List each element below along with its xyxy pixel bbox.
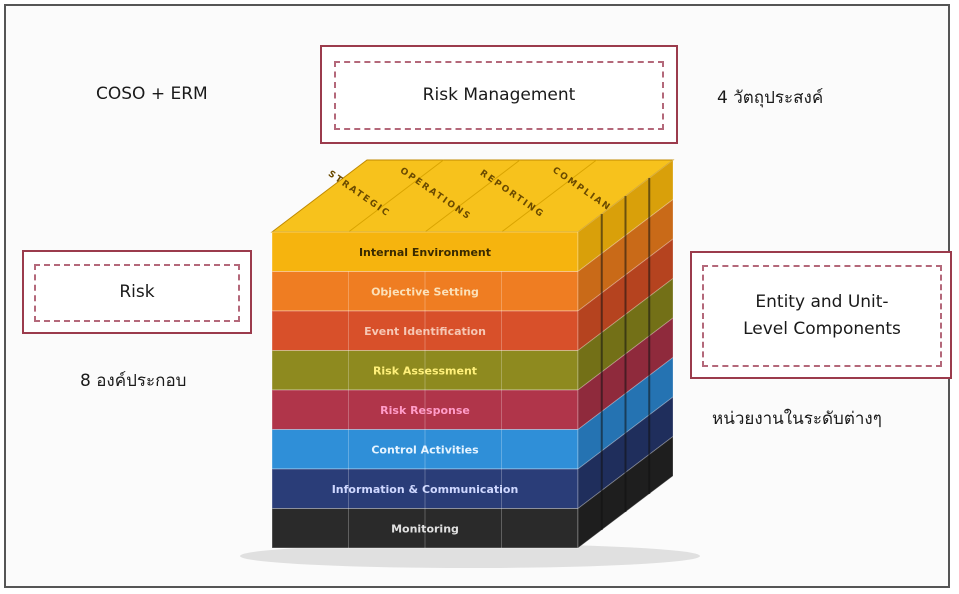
cube-layer-front	[271, 389, 579, 430]
risk-management-inner: Risk Management	[334, 61, 664, 130]
components-label: 8 องค์ประกอบ	[80, 371, 187, 391]
cube-layer-label: Risk Assessment	[373, 364, 477, 377]
cube-layer-label: Information & Communication	[332, 483, 519, 496]
top-divider-line	[348, 159, 444, 233]
cube-layer-label: Control Activities	[371, 443, 479, 456]
cube-layer-label: Objective Setting	[371, 285, 479, 298]
cube-layer-front	[271, 350, 579, 391]
entity-box: Entity and Unit- Level Components	[690, 251, 952, 379]
objectives-label: 4 วัตถุประสงค์	[717, 88, 824, 108]
entity-label-line1: Entity and Unit-	[755, 291, 889, 312]
risk-inner: Risk	[34, 264, 240, 322]
coso-erm-label: COSO + ERM	[96, 84, 208, 104]
cube-layer-label: Event Identification	[364, 325, 486, 338]
risk-management-box: Risk Management	[320, 45, 678, 144]
risk-management-label: Risk Management	[422, 84, 576, 105]
cube-layer-front	[271, 231, 579, 272]
cube-layer-label: Risk Response	[380, 404, 470, 417]
entity-label-line2: Level Components	[743, 319, 901, 339]
risk-box: Risk	[22, 250, 252, 334]
risk-label: Risk	[119, 282, 155, 303]
cube-shadow	[240, 544, 700, 568]
top-divider-line	[424, 159, 521, 233]
entity-inner: Entity and Unit- Level Components	[702, 265, 942, 367]
units-label: หน่วยงานในระดับต่างๆ	[712, 409, 882, 429]
cube-layer-label: Monitoring	[391, 522, 459, 535]
cube-layer-front	[271, 429, 579, 470]
cube-layer-label: Internal Environment	[359, 246, 491, 259]
top-divider-line	[501, 159, 597, 233]
cube-layer-front	[271, 271, 579, 312]
